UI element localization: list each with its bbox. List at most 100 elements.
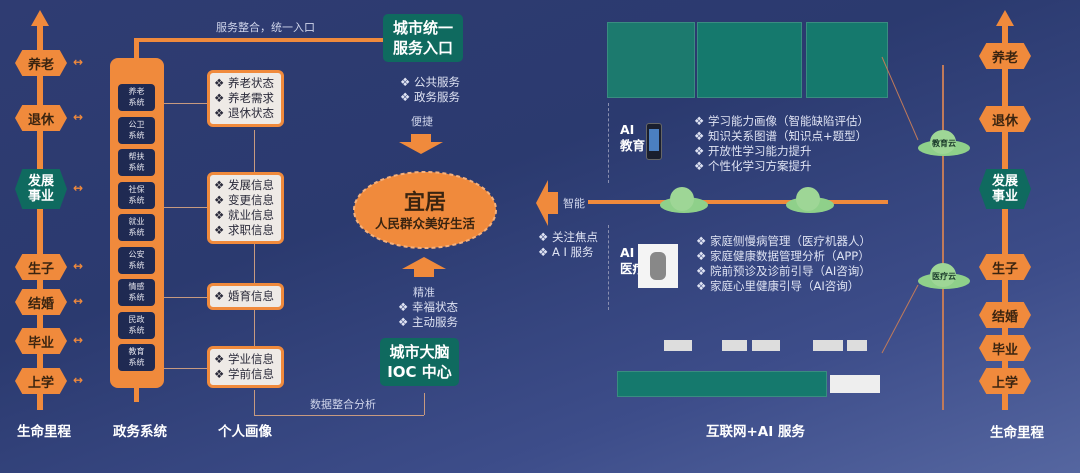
double-arrow-icon: ↔ xyxy=(73,110,84,124)
data-link-line xyxy=(254,415,424,416)
top-connector xyxy=(134,38,386,42)
system-item: 帮扶系统 xyxy=(118,149,155,176)
left-stage-retire-care: 养老 xyxy=(15,50,67,76)
bullet-text: ❖ A I 服务 xyxy=(538,245,594,259)
bullet-text: ❖ 开放性学习能力提升 xyxy=(694,144,812,158)
bullet-text: ❖ 养老需求 xyxy=(214,91,274,105)
system-item: 社保系统 xyxy=(118,182,155,209)
right-stage-career: 发展事业 xyxy=(979,169,1031,209)
cloud-icon xyxy=(786,187,834,213)
left-axis-title: 生命里程 xyxy=(17,424,71,440)
city-portal-box: 城市统一 服务入口 xyxy=(383,14,463,62)
double-arrow-icon: ↔ xyxy=(73,181,84,195)
convenient-label: 便捷 xyxy=(411,115,433,128)
bullet-text: ❖ 家庭健康数据管理分析（APP） xyxy=(696,249,870,263)
data-link-line xyxy=(424,393,425,415)
dashed-divider xyxy=(608,225,609,310)
right-stage-school: 上学 xyxy=(979,368,1031,394)
bottom-stub xyxy=(134,386,139,402)
device-image xyxy=(847,340,867,351)
internet-ai-title: 互联网+AI 服务 xyxy=(706,424,805,440)
device-image xyxy=(752,340,780,351)
robot-image xyxy=(638,244,678,288)
bullet-text: ❖ 关注焦点 xyxy=(538,230,598,244)
system-item: 情感系统 xyxy=(118,279,155,306)
bullet-text: ❖ 知识关系图谱（知识点+题型） xyxy=(694,129,868,143)
bullet-text: ❖ 家庭心里健康引导（AI咨询） xyxy=(696,279,860,293)
city-portal-title: 服务入口 xyxy=(392,39,453,57)
center-ellipse xyxy=(353,171,497,249)
cloud-link-line xyxy=(881,56,919,354)
bullet-text: ❖ 主动服务 xyxy=(398,315,458,329)
double-arrow-icon: ↔ xyxy=(73,259,84,273)
left-axis-arrowhead xyxy=(31,10,49,26)
center-title: 宜居 xyxy=(404,190,446,214)
double-arrow-icon: ↔ xyxy=(73,333,84,347)
data-link-line xyxy=(254,390,255,415)
device-image xyxy=(813,340,843,351)
city-portal-title: 城市统一 xyxy=(392,19,453,37)
smart-label: 智能 xyxy=(563,197,585,210)
system-item: 公卫系统 xyxy=(118,117,155,144)
phone-icon xyxy=(646,123,662,160)
education-screenshot xyxy=(607,22,695,98)
profile-group-study: ❖ 学业信息 ❖ 学前信息 xyxy=(207,346,284,388)
bullet-text: ❖ 学前信息 xyxy=(214,367,274,381)
city-brain-title: IOC 中心 xyxy=(387,363,452,381)
connector-line xyxy=(164,207,208,208)
profile-group-marriage: ❖ 婚育信息 xyxy=(207,283,284,310)
left-stage-career: 发展事业 xyxy=(15,169,67,209)
top-link-label: 服务整合，统一入口 xyxy=(216,21,315,34)
bullet-text: ❖ 发展信息 xyxy=(214,178,274,192)
system-item: 公安系统 xyxy=(118,247,155,274)
right-stage-marriage: 结婚 xyxy=(979,302,1031,328)
down-arrow-icon xyxy=(399,134,443,154)
bullet-text: ❖ 求职信息 xyxy=(214,223,274,237)
right-axis-arrowhead xyxy=(996,10,1014,26)
medical-screenshot xyxy=(830,375,880,393)
profile-group-retire: ❖ 养老状态 ❖ 养老需求 ❖ 退休状态 xyxy=(207,70,284,127)
smart-link-line xyxy=(588,200,888,204)
left-stage-marriage: 结婚 xyxy=(15,289,67,315)
bullet-text: ❖ 家庭侧慢病管理（医疗机器人） xyxy=(696,234,871,248)
right-stage-retire-care: 养老 xyxy=(979,43,1031,69)
cloud-icon xyxy=(660,187,708,213)
bullet-text: ❖ 就业信息 xyxy=(214,208,274,222)
bullet-text: ❖ 个性化学习方案提升 xyxy=(694,159,812,173)
city-brain-box: 城市大脑 IOC 中心 xyxy=(380,338,459,386)
connector-line xyxy=(164,297,208,298)
dashed-divider xyxy=(608,103,609,183)
precise-label: 精准 xyxy=(413,286,435,299)
education-cloud-icon: 教育云 xyxy=(918,130,970,156)
left-stage-school: 上学 xyxy=(15,368,67,394)
right-stage-childbirth: 生子 xyxy=(979,254,1031,280)
system-item: 养老系统 xyxy=(118,84,155,111)
gov-systems-title: 政务系统 xyxy=(113,424,167,440)
device-image xyxy=(664,340,692,351)
education-screenshot xyxy=(806,22,888,98)
medical-screenshot xyxy=(617,371,827,397)
right-stage-graduation: 毕业 xyxy=(979,335,1031,361)
left-stage-retire: 退休 xyxy=(15,105,67,131)
left-arrow-icon xyxy=(536,180,558,226)
up-arrow-icon xyxy=(402,257,446,277)
right-axis-title: 生命里程 xyxy=(990,425,1044,441)
top-connector xyxy=(134,38,139,60)
bullet-text: ❖ 学习能力画像（智能缺陷评估） xyxy=(694,114,869,128)
bullet-text: ❖ 婚育信息 xyxy=(214,289,274,303)
profile-group-career: ❖ 发展信息 ❖ 变更信息 ❖ 就业信息 ❖ 求职信息 xyxy=(207,172,284,244)
double-arrow-icon: ↔ xyxy=(73,294,84,308)
bottom-link-label: 数据整合分析 xyxy=(310,398,376,411)
city-brain-title: 城市大脑 xyxy=(389,343,450,361)
double-arrow-icon: ↔ xyxy=(73,373,84,387)
bullet-text: ❖ 公共服务 xyxy=(400,75,460,89)
left-stage-graduation: 毕业 xyxy=(15,328,67,354)
bullet-text: ❖ 退休状态 xyxy=(214,106,274,120)
personal-profile-title: 个人画像 xyxy=(218,424,272,440)
cloud-spine xyxy=(942,65,944,410)
system-item: 就业系统 xyxy=(118,214,155,241)
device-image xyxy=(722,340,747,351)
left-stage-childbirth: 生子 xyxy=(15,254,67,280)
